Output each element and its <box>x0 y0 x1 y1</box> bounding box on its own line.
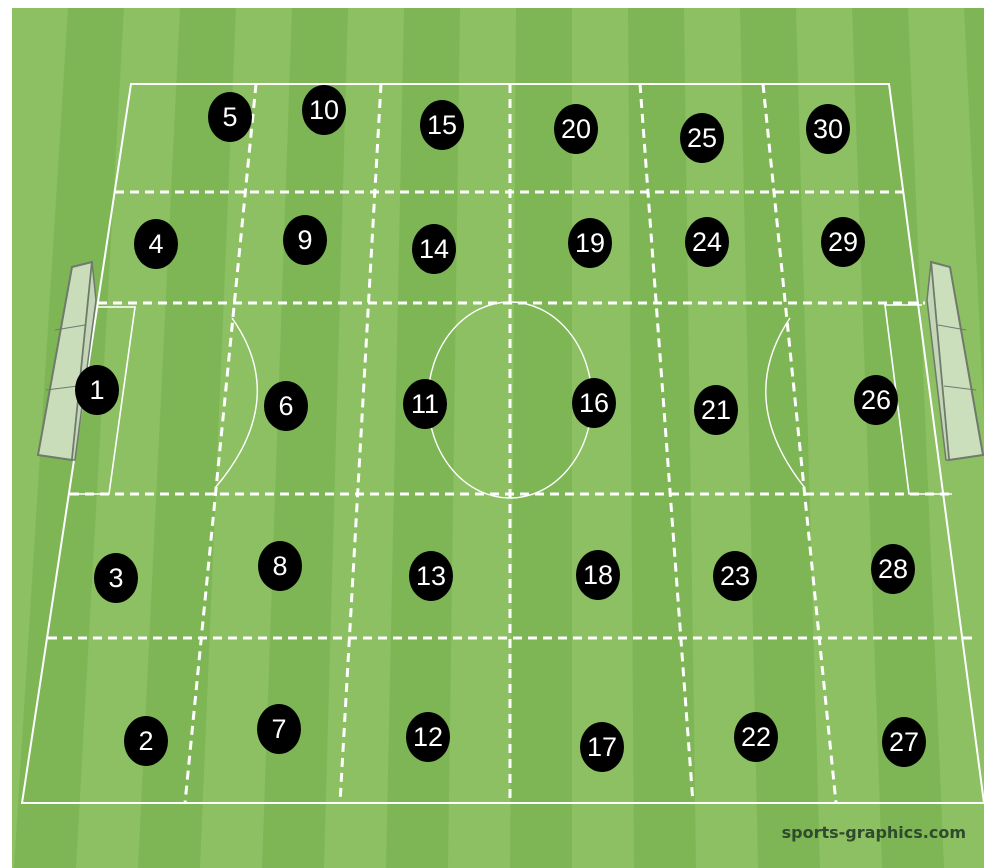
zone-marker-16: 16 <box>572 378 616 428</box>
zone-label: 28 <box>878 554 908 584</box>
zone-label: 3 <box>108 563 123 593</box>
zone-label: 15 <box>427 110 457 140</box>
zone-label: 20 <box>561 114 591 144</box>
zone-marker-2: 2 <box>124 716 168 766</box>
zone-marker-26: 26 <box>854 375 898 425</box>
zone-marker-21: 21 <box>694 385 738 435</box>
zone-marker-20: 20 <box>554 104 598 154</box>
zone-label: 14 <box>419 234 449 264</box>
zone-marker-30: 30 <box>806 104 850 154</box>
zone-marker-14: 14 <box>412 224 456 274</box>
zone-label: 13 <box>416 561 446 591</box>
zone-marker-15: 15 <box>420 100 464 150</box>
zone-label: 5 <box>222 102 237 132</box>
zone-label: 29 <box>828 227 858 257</box>
zone-label: 26 <box>861 385 891 415</box>
zone-label: 2 <box>138 726 153 756</box>
zone-marker-5: 5 <box>208 92 252 142</box>
zone-marker-19: 19 <box>568 218 612 268</box>
zone-label: 30 <box>813 114 843 144</box>
zone-label: 8 <box>272 551 287 581</box>
zone-label: 18 <box>583 560 613 590</box>
zone-label: 6 <box>278 391 293 421</box>
zone-marker-29: 29 <box>821 217 865 267</box>
zone-marker-3: 3 <box>94 553 138 603</box>
zone-marker-12: 12 <box>406 712 450 762</box>
zone-marker-6: 6 <box>264 381 308 431</box>
zone-label: 25 <box>687 123 717 153</box>
zone-marker-27: 27 <box>882 717 926 767</box>
zone-label: 4 <box>148 229 163 259</box>
zone-label: 21 <box>701 395 731 425</box>
zone-label: 7 <box>271 714 286 744</box>
zone-marker-4: 4 <box>134 219 178 269</box>
zone-marker-9: 9 <box>283 215 327 265</box>
zone-label: 27 <box>889 727 919 757</box>
zone-marker-24: 24 <box>685 217 729 267</box>
zone-label: 19 <box>575 228 605 258</box>
zone-label: 1 <box>89 375 104 405</box>
zone-label: 16 <box>579 388 609 418</box>
zone-label: 12 <box>413 722 443 752</box>
zone-marker-17: 17 <box>580 722 624 772</box>
zone-label: 11 <box>411 389 439 419</box>
zone-label: 23 <box>720 561 750 591</box>
watermark: sports-graphics.com <box>782 823 966 842</box>
zone-label: 22 <box>741 722 771 752</box>
zone-label: 17 <box>587 732 617 762</box>
zone-marker-11: 11 <box>403 379 447 429</box>
zone-marker-7: 7 <box>257 704 301 754</box>
zone-marker-8: 8 <box>258 541 302 591</box>
zone-marker-1: 1 <box>75 365 119 415</box>
zone-label: 10 <box>309 95 339 125</box>
zone-marker-23: 23 <box>713 551 757 601</box>
zone-marker-18: 18 <box>576 550 620 600</box>
zone-marker-22: 22 <box>734 712 778 762</box>
zone-marker-13: 13 <box>409 551 453 601</box>
zone-label: 24 <box>692 227 722 257</box>
zone-marker-10: 10 <box>302 85 346 135</box>
zone-marker-25: 25 <box>680 113 724 163</box>
zone-marker-28: 28 <box>871 544 915 594</box>
zone-label: 9 <box>297 225 312 255</box>
